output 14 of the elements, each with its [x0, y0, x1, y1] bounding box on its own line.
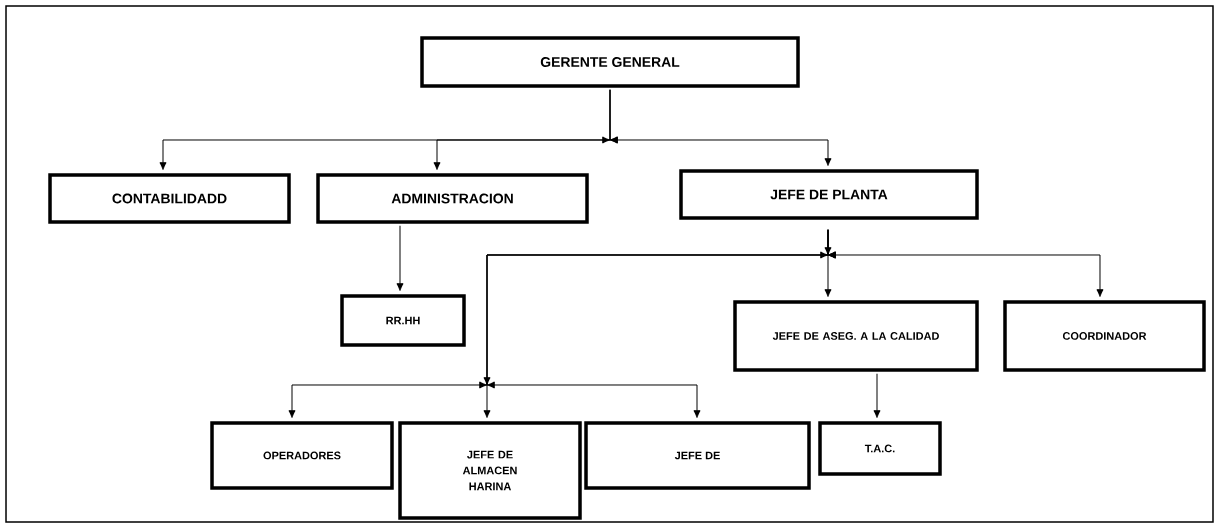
org-box: JEFE DE PLANTA — [679, 169, 979, 220]
org-box: JEFE DE — [584, 421, 811, 490]
org-box: COORDINADOR — [1003, 300, 1206, 372]
org-box: JEFE DE ALMACEN HARINA — [398, 421, 582, 520]
arrow — [873, 373, 881, 418]
org-box: JEFE DE ASEG. A LA CALIDAD — [733, 300, 979, 372]
org-box: ADMINISTRACION — [316, 173, 589, 224]
org-box: RR.HH — [340, 294, 466, 347]
org-box: CONTABILIDADD — [48, 173, 291, 224]
org-box: T.A.C. — [818, 421, 942, 476]
arrow — [396, 225, 404, 291]
arrow — [602, 89, 832, 166]
org-box: GERENTE GENERAL — [420, 36, 800, 88]
org-box: OPERADORES — [210, 421, 394, 490]
